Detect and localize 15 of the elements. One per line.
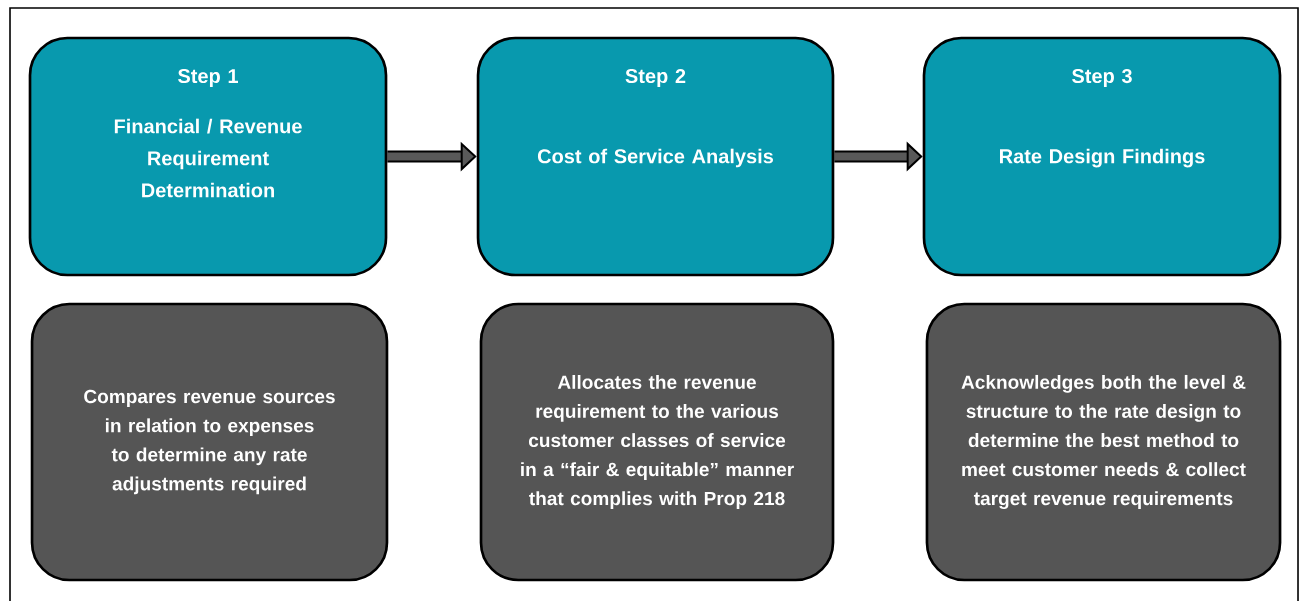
description-box [30, 302, 389, 582]
description-box [479, 302, 835, 582]
step-label: Step 2 [625, 68, 686, 88]
step-title: Financial / Revenue Requirement Determination [114, 118, 302, 198]
description-text: Compares revenue sources in relation to expenses to determine any rate adjustments required [84, 389, 335, 495]
step-label: Step 3 [1072, 68, 1132, 88]
step-box [922, 36, 1282, 277]
step-box [28, 36, 388, 277]
description-text: Acknowledges both the level & structure to the rate design to determine the best method to meet customer needs & collect target revenue requirements [961, 374, 1246, 510]
step-title: Cost of Service Analysis [537, 148, 773, 168]
step-title: Rate Design Findings [1000, 148, 1205, 168]
step-box [476, 36, 835, 277]
step-label: Step 1 [178, 68, 238, 88]
description-box [925, 302, 1282, 582]
description-text: Allocates the revenue requirement to the various customer classes of service in a “fair & equitable” manner that complies with Prop 218 [521, 375, 794, 509]
